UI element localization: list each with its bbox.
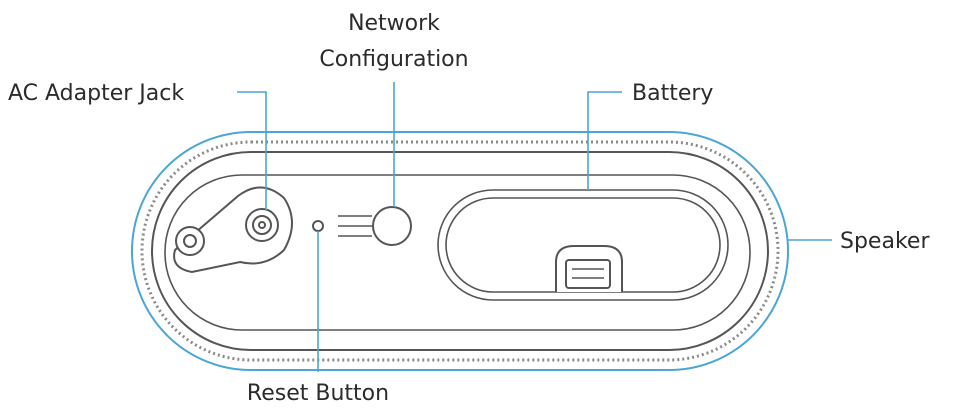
inner-panel (164, 174, 751, 331)
ac-adapter-jack-callout (237, 91, 267, 210)
ac-adapter-jack-label: AC Adapter Jack (8, 81, 184, 106)
reset-button-label: Reset Button (247, 381, 389, 406)
network-button (372, 206, 412, 246)
battery-callout (587, 91, 622, 190)
speaker-rim (131, 131, 789, 371)
network-configuration-label-line1: Network (348, 11, 440, 36)
device-outline (151, 151, 769, 351)
battery-outline-outer (437, 189, 729, 301)
reset-button-hole (312, 220, 324, 232)
battery-label: Battery (632, 81, 713, 106)
battery-compartment (437, 189, 729, 301)
jack-pin (258, 221, 266, 229)
network-configuration-button (338, 206, 412, 246)
battery-latch-tab (565, 259, 611, 289)
device-body (131, 131, 789, 371)
network-configuration-label-line2: Configuration (319, 47, 468, 72)
ac-adapter-jack (173, 186, 293, 274)
jack-mount-hole-inner (183, 234, 197, 248)
speaker-label: Speaker (840, 229, 930, 254)
